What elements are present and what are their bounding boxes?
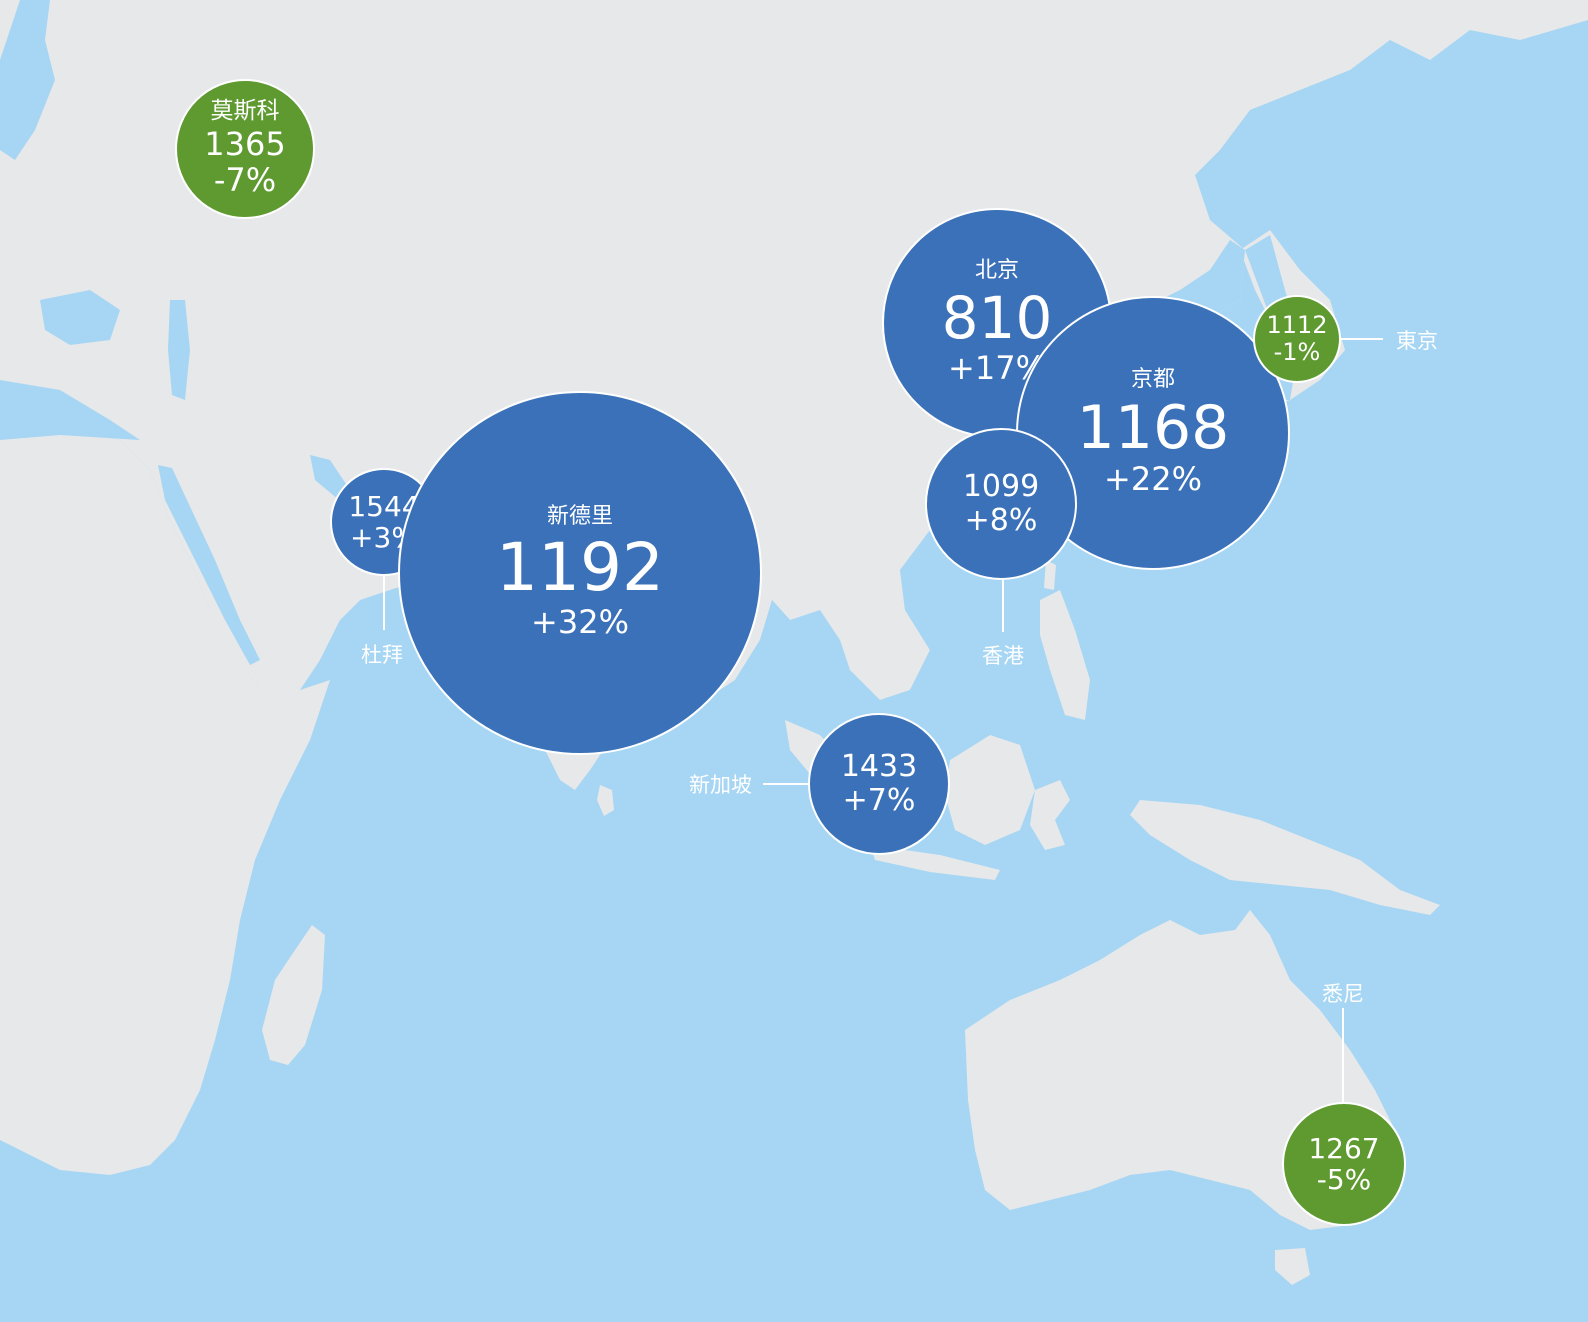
borneo-landmass [945, 735, 1035, 845]
beijing-value: 810 [941, 283, 1053, 352]
kyoto-name: 京都 [1130, 367, 1175, 393]
dubai-label: 杜拜 [361, 643, 403, 667]
black-sea [40, 290, 120, 345]
kyoto-change: +22% [1104, 459, 1202, 498]
sulawesi-landmass [1030, 780, 1070, 850]
baltic-sea [0, 0, 55, 160]
tokyo-value: 1112 [1266, 311, 1328, 340]
tokyo-change: -1% [1273, 338, 1321, 366]
caspian-sea [168, 300, 190, 400]
sydney-value: 1267 [1308, 1131, 1380, 1165]
south-china-sea [880, 560, 1040, 760]
moscow-change: -7% [213, 160, 277, 199]
sydney-change: -5% [1316, 1163, 1372, 1196]
sri-lanka-landmass [597, 785, 614, 816]
singapore-value: 1433 [840, 749, 918, 785]
moscow-name: 莫斯科 [210, 98, 280, 125]
new-delhi-change: +32% [531, 603, 629, 642]
moscow-value: 1365 [204, 125, 286, 164]
tokyo-bubble[interactable]: 1112-1% [1253, 295, 1341, 383]
singapore-bubble[interactable]: 1433+7% [808, 713, 950, 855]
sydney-bubble[interactable]: 1267-5% [1282, 1102, 1406, 1226]
tokyo-label: 東京 [1396, 329, 1438, 353]
philippines-landmass [1040, 590, 1090, 720]
beijing-name: 北京 [974, 258, 1019, 284]
africa-landmass [0, 430, 330, 1175]
red-sea [158, 465, 260, 665]
sydney-label: 悉尼 [1322, 982, 1364, 1006]
madagascar-landmass [262, 925, 325, 1065]
hong-kong-bubble[interactable]: 1099+8% [925, 428, 1077, 580]
taiwan-landmass [1044, 560, 1056, 590]
new-delhi-name: 新德里 [546, 503, 613, 529]
tasmania-landmass [1275, 1248, 1310, 1285]
java-landmass [870, 845, 1000, 880]
hong-kong-label: 香港 [982, 644, 1024, 668]
new-guinea-landmass [1130, 800, 1440, 915]
kyoto-value: 1168 [1076, 392, 1230, 463]
mediterranean-sea [0, 380, 140, 440]
hong-kong-change: +8% [964, 503, 1038, 538]
singapore-change: +7% [842, 783, 916, 818]
new-delhi-value: 1192 [496, 529, 664, 607]
singapore-label: 新加坡 [689, 773, 752, 797]
hong-kong-value: 1099 [962, 469, 1040, 505]
